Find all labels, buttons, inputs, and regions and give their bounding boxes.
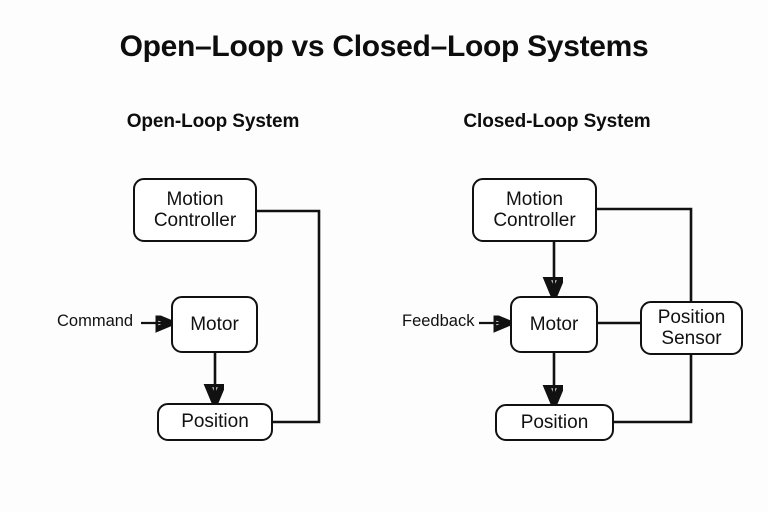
closed-loop-controller-to-sensor-wire (596, 207, 693, 302)
open-loop-position-label: Position (181, 411, 249, 433)
closed-loop-position-sensor-node[interactable]: Position Sensor (640, 301, 743, 355)
closed-loop-sensor-to-position-wire (613, 355, 693, 424)
open-loop-position-node[interactable]: Position (157, 403, 273, 441)
closed-loop-position-node[interactable]: Position (495, 404, 614, 441)
open-loop-controller-to-position-wire (256, 209, 321, 424)
open-loop-controller-line2: Controller (153, 210, 237, 231)
closed-loop-sensor-line1: Position (657, 306, 726, 328)
closed-loop-motion-controller-node[interactable]: Motion Controller (472, 178, 597, 242)
open-loop-subtitle: Open-Loop System (126, 111, 300, 132)
closed-loop-controller-line1: Motion (505, 188, 564, 210)
closed-loop-controller-line2: Controller (493, 210, 576, 231)
open-loop-command-label: Command (57, 312, 134, 330)
open-loop-controller-line1: Motion (166, 188, 224, 210)
closed-loop-motor-node[interactable]: Motor (510, 296, 598, 353)
closed-loop-feedback-label: Feedback (402, 312, 475, 330)
open-loop-motion-controller-node[interactable]: Motion Controller (133, 178, 257, 242)
closed-loop-motor-label: Motor (529, 313, 579, 335)
closed-loop-subtitle: Closed-Loop System (463, 111, 651, 132)
closed-loop-position-label: Position (520, 411, 589, 433)
closed-loop-sensor-line2: Sensor (661, 328, 722, 349)
open-loop-motor-node[interactable]: Motor (171, 296, 258, 353)
page-title: Open–Loop vs Closed–Loop Systems (119, 30, 649, 63)
open-loop-motor-label: Motor (190, 313, 239, 335)
